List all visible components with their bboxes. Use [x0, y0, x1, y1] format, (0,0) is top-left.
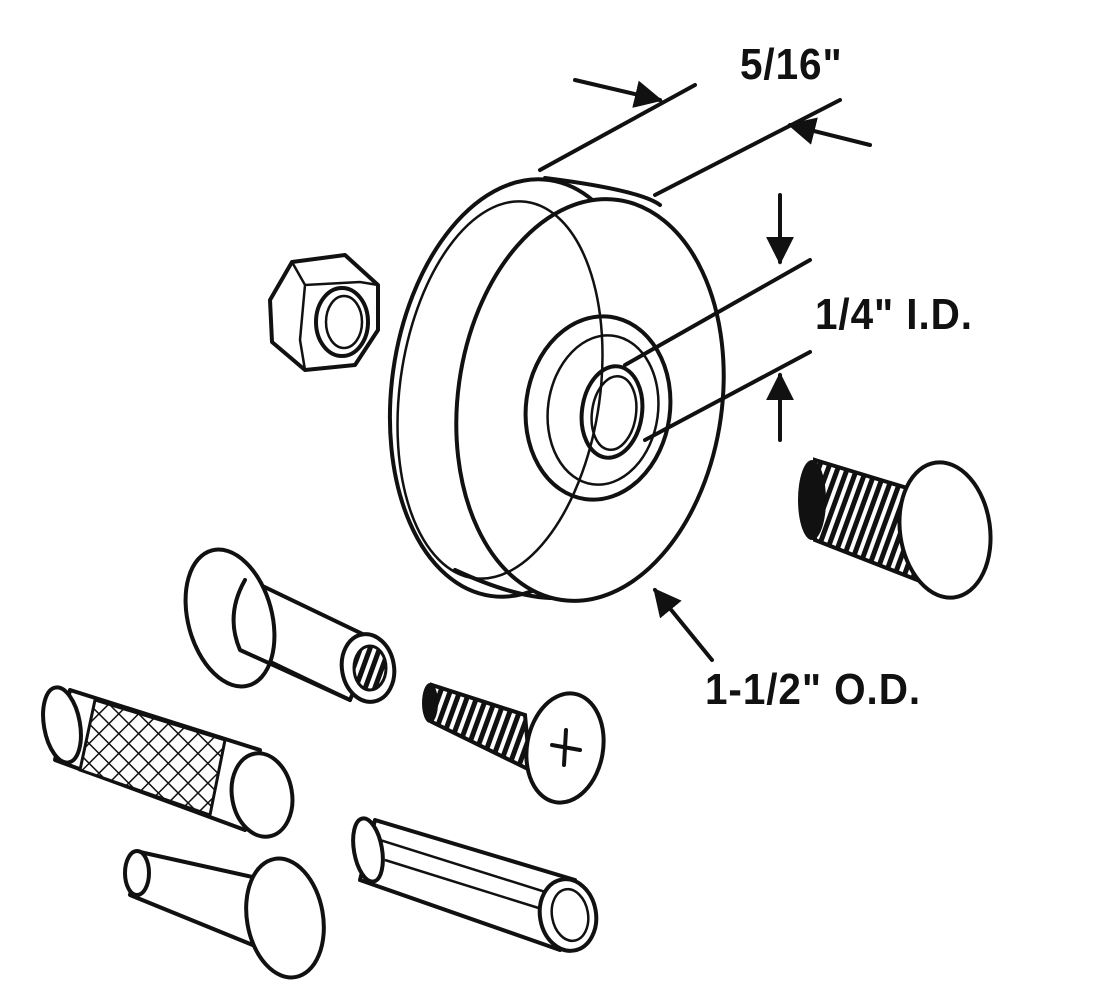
inner-diameter-label: 1/4" I.D. [815, 290, 973, 339]
phillips-screw [422, 682, 606, 805]
dimension-width [538, 78, 872, 197]
dimension-inner-diameter [623, 193, 812, 442]
hex-nut [268, 253, 380, 372]
roller-wheel [387, 176, 726, 603]
rivet [123, 849, 326, 980]
dimension-outer-diameter [653, 587, 714, 662]
width-label: 5/16" [740, 40, 843, 89]
outer-diameter-label: 1-1/2" O.D. [705, 665, 922, 714]
truss-head-bolt [798, 457, 993, 600]
shoulder-sleeve [183, 547, 397, 704]
split-sleeve [351, 816, 599, 953]
knurled-pin [41, 685, 295, 839]
